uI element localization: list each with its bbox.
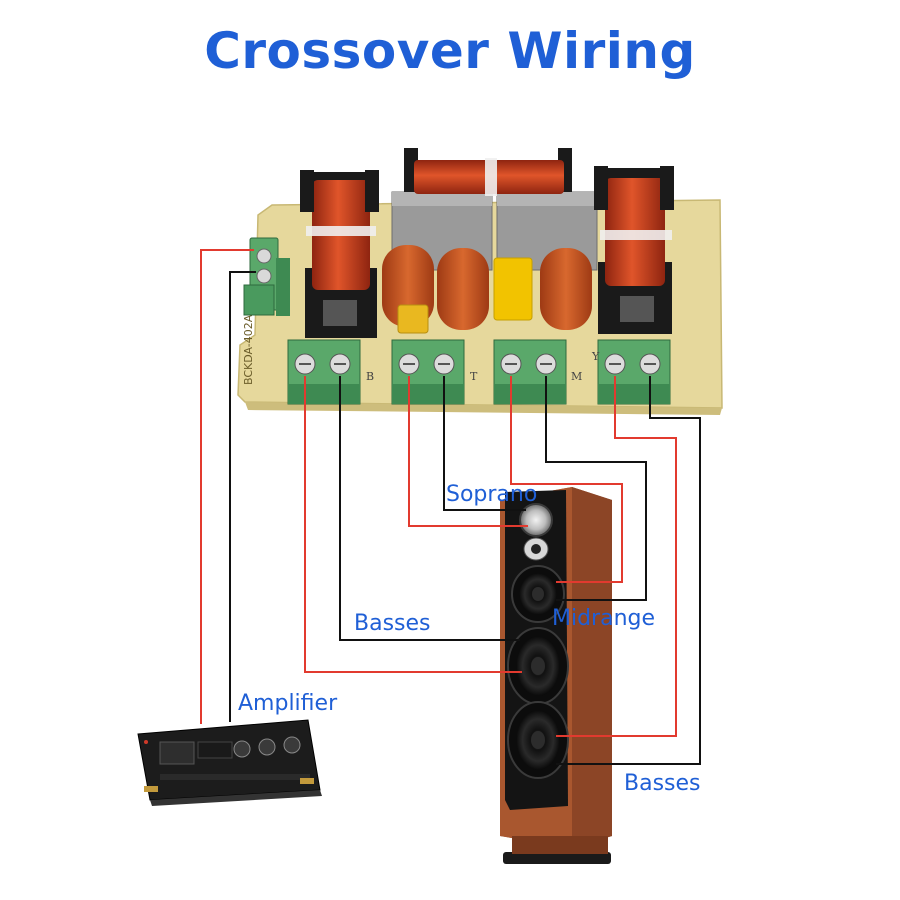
amplifier <box>137 719 322 806</box>
midrange-label: Midrange <box>552 606 656 631</box>
midrange-driver <box>511 565 565 623</box>
wire-m-black <box>545 376 647 601</box>
inductor-top <box>404 148 572 196</box>
terminal-letter-t: T <box>470 370 478 383</box>
basses-label-upper: Basses <box>354 611 431 636</box>
wire-m-red <box>510 376 623 583</box>
floor-speaker <box>500 487 612 864</box>
terminal-block-m <box>493 339 567 405</box>
board-model-text: BCKDA-402A <box>242 314 255 385</box>
terminal-block-b <box>287 339 361 405</box>
terminal-letter-m: M <box>571 370 582 383</box>
page-title: Crossover Wiring <box>204 22 696 80</box>
wire-t-black <box>443 376 526 511</box>
terminal-block-t <box>391 339 465 405</box>
terminal-letter-b: B <box>366 370 374 383</box>
basses-label-lower: Basses <box>624 771 701 796</box>
wire-amp-red <box>200 249 254 724</box>
output-terminals: B T M Y <box>287 339 671 405</box>
wire-b-black <box>339 376 520 641</box>
terminal-letter-y: Y <box>591 350 600 363</box>
wire-b-red <box>304 376 522 673</box>
inductor-left <box>300 170 379 338</box>
inductor-right <box>594 166 674 334</box>
round-capacitors <box>382 245 592 334</box>
input-terminal <box>243 237 290 316</box>
wire-t-red <box>408 376 528 527</box>
terminal-block-y <box>597 339 671 405</box>
wire-y-black <box>556 376 701 765</box>
woofer-upper <box>507 627 569 705</box>
tweeter <box>519 503 553 561</box>
soprano-label: Soprano <box>446 482 538 507</box>
woofer-lower <box>507 701 569 779</box>
wires <box>200 249 701 765</box>
amplifier-label: Amplifier <box>238 691 338 716</box>
wire-y-red <box>556 376 677 737</box>
wire-amp-black <box>229 271 256 722</box>
